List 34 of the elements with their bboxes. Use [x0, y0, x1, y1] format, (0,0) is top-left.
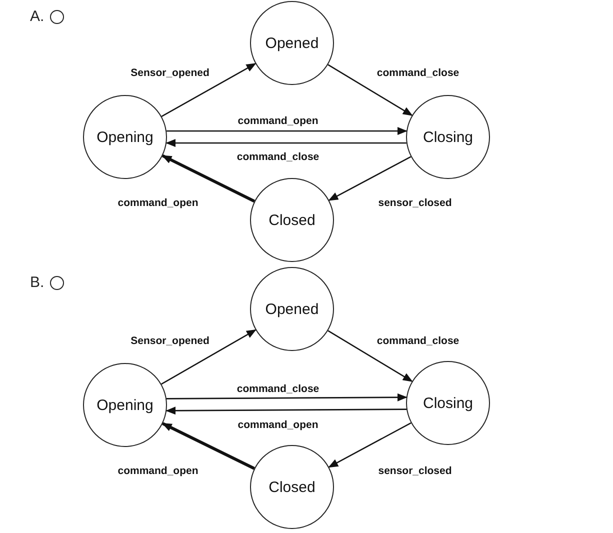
- edge-label: command_close: [376, 67, 460, 79]
- transition-arrow: [161, 63, 256, 117]
- state-name: Opening: [96, 128, 154, 146]
- transition-arrow: [328, 422, 412, 468]
- edge-label: command_open: [236, 419, 320, 431]
- transition-arrow: [162, 422, 255, 470]
- state-name: Closed: [268, 478, 316, 496]
- transition-arrow: [161, 329, 256, 385]
- transition-arrow: [166, 139, 406, 147]
- state-name: Opened: [265, 34, 319, 52]
- edge-label: sensor_closed: [377, 197, 453, 209]
- edge-label: command_open: [116, 465, 200, 477]
- transition-arrow: [166, 393, 408, 402]
- transition-arrow: [166, 406, 406, 415]
- edge-label: command_open: [116, 197, 200, 209]
- transition-arrow: [166, 127, 408, 135]
- edge-label: command_close: [236, 151, 320, 163]
- edge-label: Sensor_opened: [130, 335, 210, 347]
- transition-arrow: [162, 154, 256, 203]
- edge-label: command_open: [236, 115, 320, 127]
- edge-label: command_close: [236, 383, 320, 395]
- transition-arrow: [328, 64, 413, 116]
- transition-arrow: [328, 156, 412, 201]
- state-name: Closing: [422, 394, 474, 412]
- transition-arrow: [328, 330, 413, 382]
- state-name: Opening: [96, 396, 154, 414]
- edge-label: sensor_closed: [377, 465, 453, 477]
- state-name: Closing: [422, 128, 474, 146]
- state-name: Opened: [265, 300, 319, 318]
- option-letter: A.: [30, 8, 44, 25]
- edge-label: Sensor_opened: [130, 67, 210, 79]
- state-name: Closed: [268, 212, 316, 228]
- option-letter: B.: [30, 274, 44, 291]
- edge-label: command_close: [376, 335, 460, 347]
